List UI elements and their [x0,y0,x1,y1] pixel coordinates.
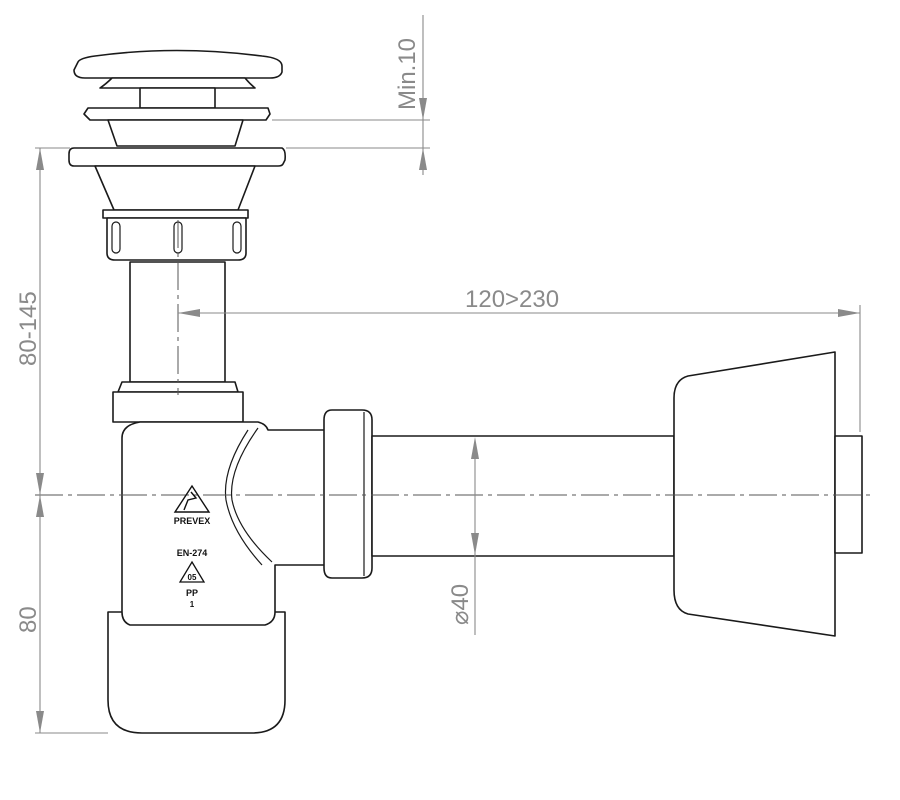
siphon-body [107,421,331,734]
click-clack-cap [73,49,283,147]
material-text: PP [186,588,198,598]
dimension-diameter: ⌀40 [447,437,479,635]
diameter-label: ⌀40 [447,584,474,625]
standard-text: EN-274 [177,548,208,558]
index-text: 1 [190,600,195,609]
bottom-height-label: 80 [15,606,42,633]
length-range-label: 120>230 [465,286,559,313]
horizontal-pipe [371,435,675,557]
recycle-code: 05 [188,573,197,582]
brand-text: PREVEX [174,516,211,526]
dimension-min-gap: Min.10 [272,15,430,175]
dimension-length: 120>230 [178,286,861,432]
wall-rosette [673,351,863,637]
dimension-heights: 80-145 80 [15,147,108,734]
coupling-nut [102,209,249,261]
min-gap-label: Min.10 [394,38,421,110]
height-range-label: 80-145 [15,291,42,366]
prevex-logo: PREVEX [173,484,211,526]
sink-flange [68,147,286,211]
outlet-nut [323,409,373,579]
recycle-symbol: 05 [178,560,206,583]
